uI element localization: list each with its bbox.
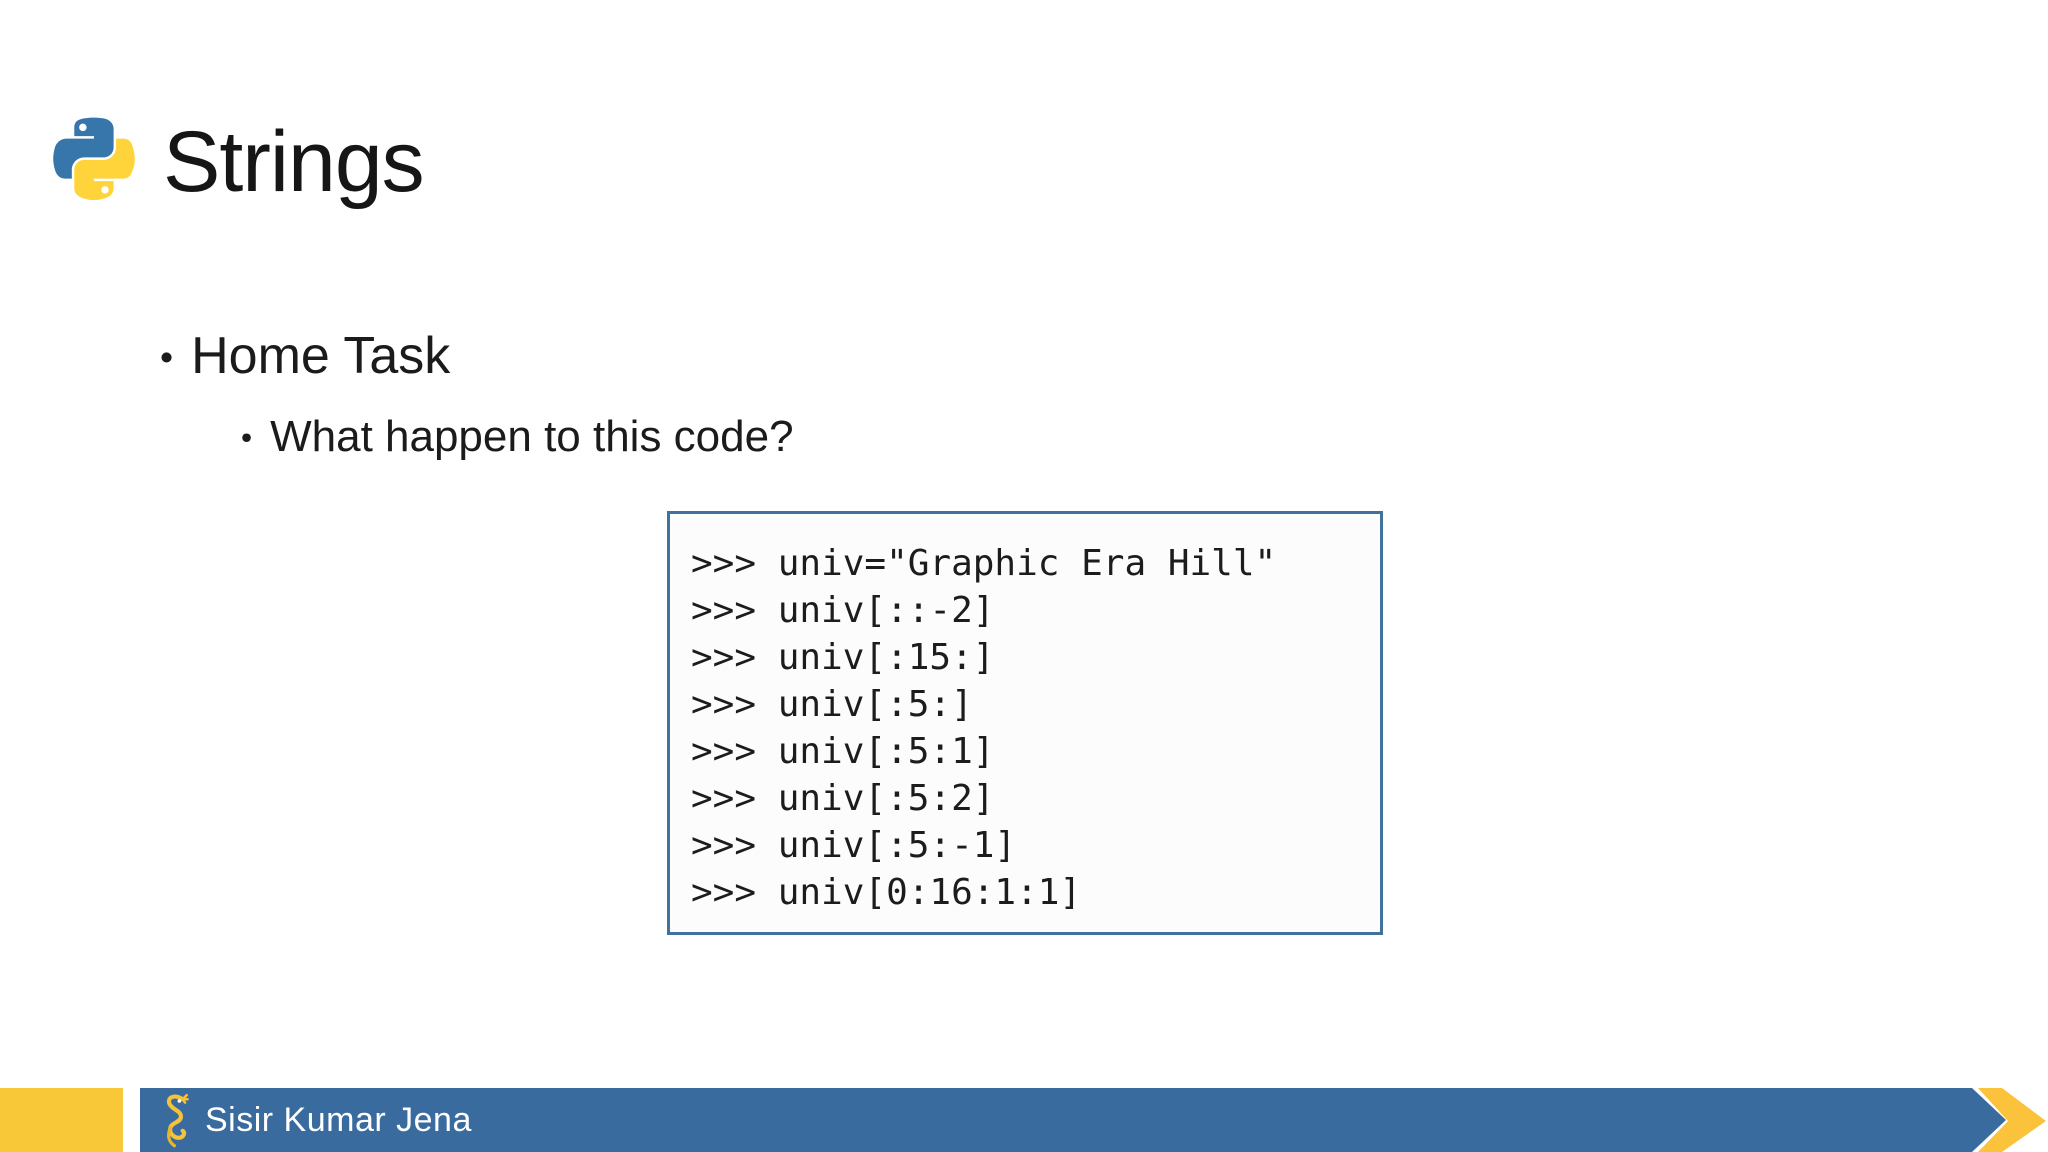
- bullet-item-home-task: • Home Task: [160, 326, 450, 386]
- code-line: >>> univ[:15:]: [691, 637, 995, 678]
- bullet-marker: •: [160, 336, 174, 379]
- code-line: >>> univ[0:16:1:1]: [691, 872, 1082, 913]
- bullet-marker: •: [241, 419, 253, 456]
- code-line: >>> univ[:5:-1]: [691, 825, 1017, 866]
- code-box: >>> univ="Graphic Era Hill" >>> univ[::-…: [667, 511, 1383, 935]
- code-line: >>> univ="Graphic Era Hill": [691, 543, 1277, 584]
- code-line: >>> univ[:5:2]: [691, 778, 995, 819]
- bullet-text: What happen to this code?: [270, 412, 794, 461]
- title-row: Strings: [43, 112, 425, 222]
- bullet-item-question: • What happen to this code?: [241, 412, 794, 462]
- footer-yellow-block: [0, 1088, 123, 1152]
- bullet-text: Home Task: [191, 327, 451, 385]
- python-logo-icon: [53, 117, 135, 201]
- code-line: >>> univ[::-2]: [691, 590, 995, 631]
- page-title: Strings: [163, 114, 425, 210]
- footer-author: Sisir Kumar Jena: [205, 1100, 472, 1139]
- footer-bar: [140, 1088, 2006, 1152]
- dragon-icon: [166, 1093, 189, 1148]
- code-line: >>> univ[:5:]: [691, 684, 973, 725]
- code-line: >>> univ[:5:1]: [691, 731, 995, 772]
